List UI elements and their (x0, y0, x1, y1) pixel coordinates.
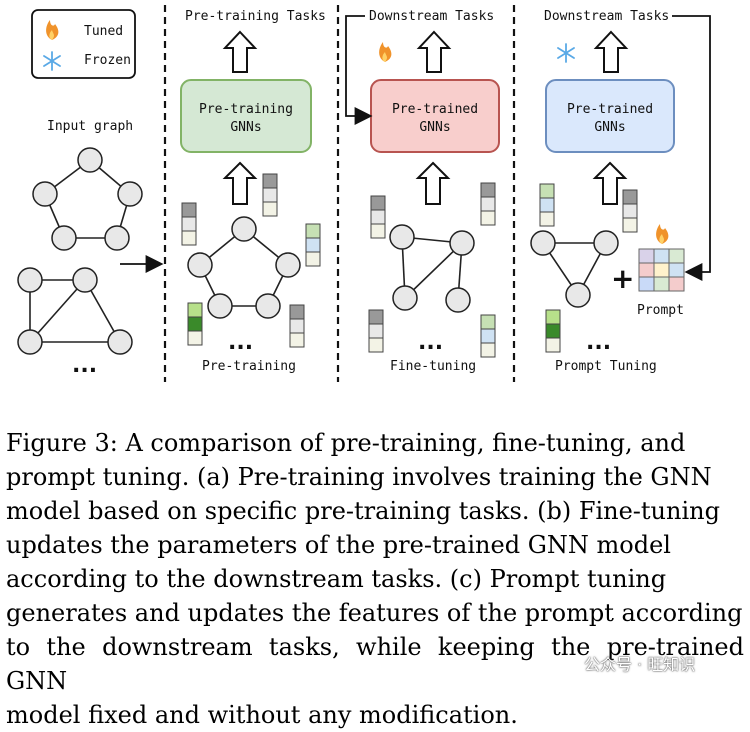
pretraining-stage-label: Pre-training (202, 359, 296, 374)
feature-vector (480, 314, 496, 358)
input-graph-title: Input graph (47, 119, 133, 134)
prompt-grid (638, 248, 685, 292)
pretraining-task-label: Pre-training Tasks (185, 9, 326, 24)
up-arrow-icon (222, 30, 258, 73)
feature-vector (370, 195, 386, 239)
up-arrow-icon (416, 30, 452, 73)
feedback-arrow (345, 15, 373, 125)
caption-line: prompt tuning. (a) Pre-training involves… (6, 463, 712, 491)
prompttuning-ellipsis: ... (586, 330, 611, 355)
pentagon-graph (32, 147, 143, 251)
caption-line: according to the downstream tasks. (c) P… (6, 565, 667, 593)
prompttuning-gnn-label-2: GNNs (594, 120, 625, 135)
pentagon-graph (187, 216, 301, 319)
prompttuning-gnn-label-1: Pre-trained (567, 102, 653, 117)
caption-line: model fixed and without any modification… (6, 701, 518, 729)
prompttuning-panel: Downstream Tasks Pre-trained GNNs (530, 9, 711, 374)
finetuning-gnn-label-1: Pre-trained (392, 102, 478, 117)
triangle-graph (530, 230, 619, 308)
finetuning-gnn-label-2: GNNs (419, 120, 450, 135)
input-ellipsis: ... (72, 353, 97, 378)
legend: Tuned Frozen (31, 9, 136, 79)
prompt-label: Prompt (637, 303, 684, 318)
watermark: 公众号 · 旺知识 (584, 655, 696, 674)
caption-line: Figure 3: A comparison of pre-training, … (6, 429, 686, 457)
feedback-arrow (672, 15, 711, 281)
caption-line: model based on specific pre-training tas… (6, 497, 720, 525)
fire-icon (46, 20, 59, 40)
prompttuning-gnn-box (545, 79, 675, 153)
finetuning-stage-label: Fine-tuning (390, 359, 476, 374)
pretraining-panel: Pre-training Tasks Pre-training GNNs (180, 9, 326, 374)
figure-caption: Figure 3: A comparison of pre-training, … (6, 426, 744, 732)
finetuning-ellipsis: ... (418, 330, 443, 355)
feature-vector (622, 189, 638, 233)
pretraining-gnn-box (180, 79, 312, 153)
caption-line: generates and updates the features of th… (6, 599, 743, 627)
feature-vector (368, 309, 384, 353)
prompttuning-stage-label: Prompt Tuning (555, 359, 657, 374)
feature-vector (187, 302, 203, 346)
up-arrow-icon (222, 161, 258, 205)
feature-vector (539, 183, 555, 227)
feature-vector (305, 223, 321, 267)
legend-frozen-label: Frozen (84, 53, 131, 68)
input-graph-panel: Input graph ... (17, 119, 164, 378)
pretraining-gnn-label-2: GNNs (230, 120, 261, 135)
snowflake-icon (43, 51, 61, 71)
fire-icon (379, 42, 392, 62)
caption-line: updates the parameters of the pre-traine… (6, 531, 671, 559)
pretraining-ellipsis: ... (228, 330, 253, 355)
figure-diagram: Tuned Frozen Input graph (17, 5, 711, 382)
feature-vector (181, 202, 197, 246)
up-arrow-icon (592, 161, 628, 205)
feature-vector (262, 173, 278, 217)
up-arrow-icon (415, 161, 451, 205)
fire-icon (656, 224, 669, 244)
square-graph (389, 224, 475, 313)
caption-line: to the downstream tasks, while keeping t… (6, 633, 744, 695)
finetuning-task-label: Downstream Tasks (369, 9, 494, 24)
snowflake-icon (557, 43, 575, 63)
up-arrow-icon (593, 30, 629, 73)
pretraining-gnn-label-1: Pre-training (199, 102, 293, 117)
finetuning-panel: Downstream Tasks Pre-trained GNNs (345, 9, 500, 374)
square-graph (17, 267, 133, 355)
feature-vector (545, 309, 561, 353)
feature-vector (480, 182, 496, 226)
legend-tuned-label: Tuned (84, 24, 123, 39)
plus-icon: + (611, 262, 634, 295)
feature-vector (289, 304, 305, 348)
prompttuning-task-label: Downstream Tasks (544, 9, 669, 24)
